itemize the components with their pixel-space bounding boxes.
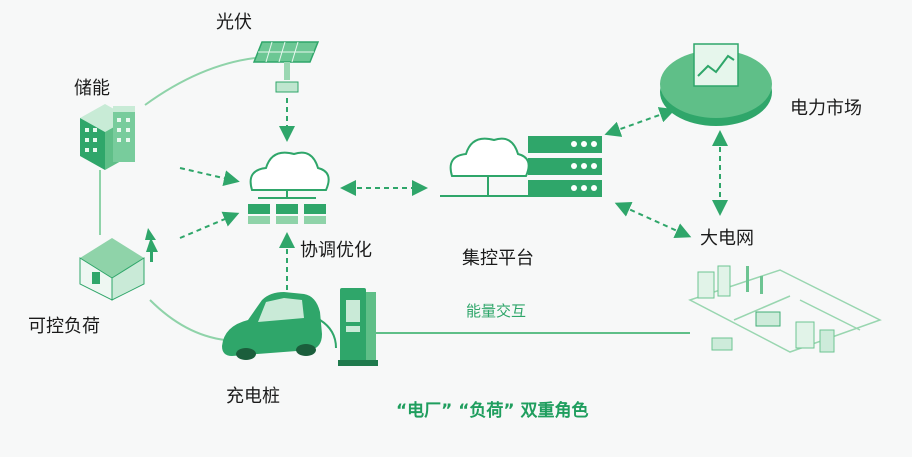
control-platform-label: 集控平台 <box>462 248 534 269</box>
big-grid-label: 大电网 <box>700 228 754 249</box>
storage-building-icon <box>80 104 135 170</box>
cloud-optimizer-icon <box>248 151 330 224</box>
electric-car-icon <box>222 292 322 360</box>
load-to-coord-arrow <box>179 211 240 239</box>
charging-pile-icon <box>319 288 378 366</box>
ring-connector <box>144 57 256 106</box>
charging-pile-label: 充电桩 <box>226 386 280 407</box>
storage-label: 储能 <box>74 78 110 99</box>
power-market-icon <box>660 43 772 126</box>
controllable-load-label: 可控负荷 <box>28 316 100 337</box>
ring-connector-bottom <box>149 299 226 341</box>
coordination-label: 协调优化 <box>300 240 372 261</box>
server-cloud-icon <box>440 136 602 197</box>
platform-grid-arrow <box>614 202 692 238</box>
storage-to-coord-arrow <box>179 167 240 186</box>
power-grid-icon <box>688 265 882 353</box>
platform-market-arrow <box>604 107 676 137</box>
solar-panel-icon <box>252 41 320 93</box>
power-market-label: 电力市场 <box>790 98 862 119</box>
solar-label: 光伏 <box>216 12 252 33</box>
energy-exchange-label: 能量交互 <box>466 302 527 320</box>
dual-role-caption: “电厂” “负荷” 双重角色 <box>396 401 589 421</box>
house-icon <box>79 228 158 301</box>
